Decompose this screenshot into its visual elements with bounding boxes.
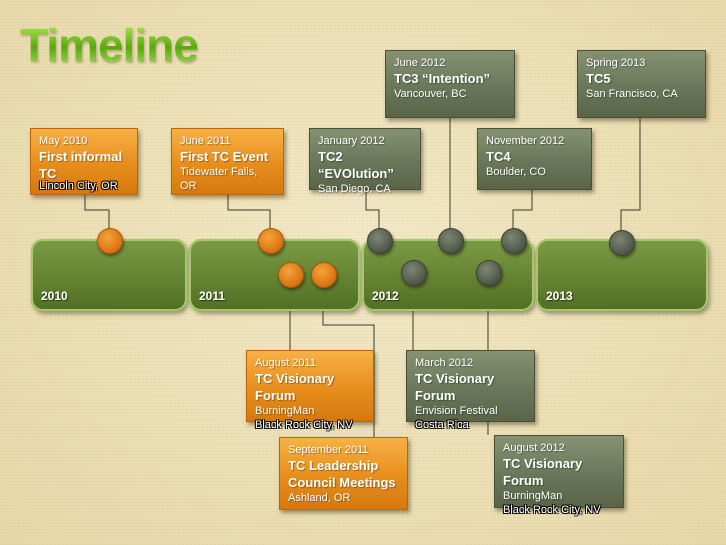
connector-nov-2012 [512,190,533,232]
event-card-may-2010: May 2010 First informal TC Lincoln City,… [30,128,138,195]
event-card-spr-2013: Spring 2013 TC5 San Francisco, CA [577,50,706,118]
event-title-line: TC [39,166,57,181]
event-card-jun-2011: June 2011 First TC Event Tidewater Falls… [171,128,284,195]
event-title-line: First TC Event [180,149,269,164]
event-location: Costa Rica [415,419,469,431]
event-card-jun-2012: June 2012 TC3 “Intention” Vancouver, BC [385,50,515,118]
year-label-2012: 2012 [372,289,399,303]
event-title-line: Forum [503,473,544,488]
event-marker-nov-2012 [501,228,527,254]
event-marker-aug-2011 [278,262,304,288]
event-card-aug-2012: August 2012 TC Visionary Forum BurningMa… [494,435,624,516]
event-marker-jun-2011 [258,228,284,254]
event-date: November 2012 [486,135,565,147]
event-location: Envision Festival [415,405,498,417]
connector-may-2010 [84,195,110,232]
event-title-line: TC3 “Intention” [394,71,491,86]
event-title-line: TC Visionary [503,456,583,471]
year-label-2010: 2010 [41,289,68,303]
connector-jan-2012 [365,190,380,232]
event-marker-may-2010 [97,228,123,254]
timeline-segment-2010: 2010 [31,239,187,311]
page-title: Timeline [20,19,199,71]
event-date: August 2012 [503,442,565,454]
event-title-line: Council Meetings [288,475,396,490]
event-marker-mar-2012 [401,260,427,286]
event-title-line: TC Visionary [255,371,335,386]
year-label-2011: 2011 [199,289,226,303]
event-date: March 2012 [415,357,474,369]
event-location: San Francisco, CA [586,88,678,100]
event-card-nov-2012: November 2012 TC4 Boulder, CO [477,128,592,190]
event-card-mar-2012: March 2012 TC Visionary Forum Envision F… [406,350,535,431]
event-date: June 2011 [180,135,231,147]
event-date: September 2011 [288,444,369,456]
event-marker-spr-2013 [609,230,635,256]
event-location: Boulder, CO [486,166,546,178]
connector-spr-2013 [620,118,641,232]
event-location: Ashland, OR [288,492,351,504]
event-card-sep-2011: September 2011 TC Leadership Council Mee… [279,437,408,510]
event-title-line: Forum [415,388,456,403]
event-marker-sep-2011 [311,262,337,288]
event-location: San Diego, CA [318,183,391,195]
event-location: Lincoln City, OR [39,180,118,192]
event-title-line: First informal [39,149,123,164]
event-marker-jan-2012 [367,228,393,254]
event-location: Tidewater Falls, OR [180,166,258,192]
event-title-line: Forum [255,388,296,403]
event-date: June 2012 [394,57,446,69]
event-date: August 2011 [255,357,316,369]
event-location: Vancouver, BC [394,88,467,100]
event-title-line: TC2 “EVOlution” [318,149,394,181]
event-title-line: TC Visionary [415,371,495,386]
event-title-line: TC Leadership [288,458,379,473]
event-marker-aug-2012 [476,260,502,286]
event-title-line: TC5 [586,71,611,86]
event-date: January 2012 [318,135,385,147]
year-label-2013: 2013 [546,289,573,303]
event-date: May 2010 [39,135,88,147]
event-location: BurningMan [503,490,563,502]
event-date: Spring 2013 [586,57,646,69]
event-location: BurningMan [255,405,315,417]
event-title-line: TC4 [486,149,511,164]
connector-jun-2011 [227,195,271,232]
event-marker-jun-2012 [438,228,464,254]
event-card-aug-2011: August 2011 TC Visionary Forum BurningMa… [246,350,374,431]
event-location: Black Rock City, NV [255,419,353,431]
event-card-jan-2012: January 2012 TC2 “EVOlution” San Diego, … [309,128,421,195]
event-location: Black Rock City, NV [503,504,601,516]
